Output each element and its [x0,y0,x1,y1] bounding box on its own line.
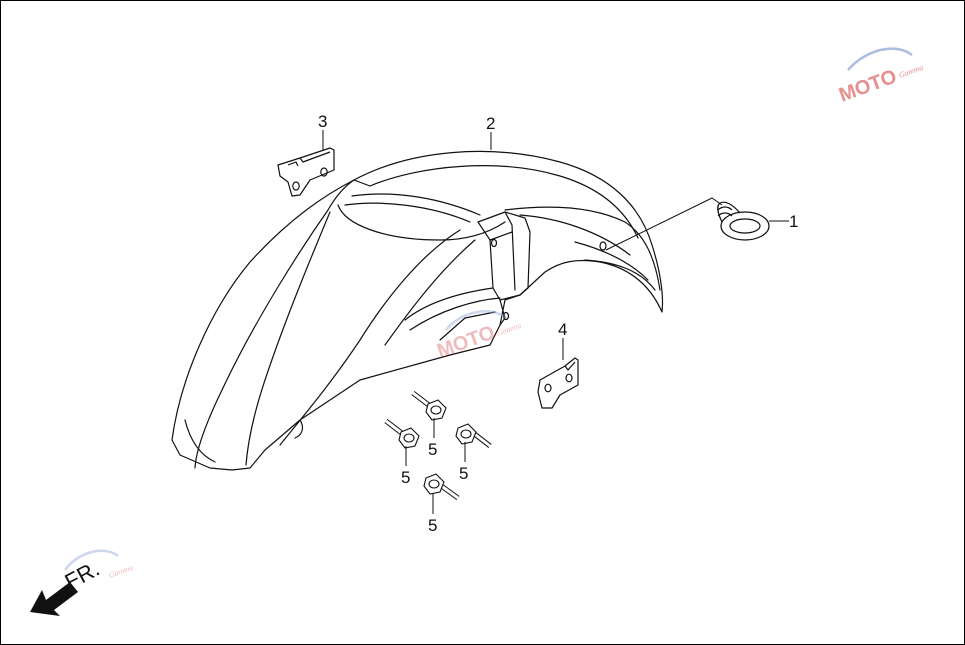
bracket-3 [277,147,335,197]
flange-bolt-left [384,419,420,449]
bracket-4 [537,357,579,409]
callout-5-right: 5 [459,464,468,483]
callout-4: 4 [558,320,567,339]
flange-bolt-top [411,391,447,421]
callout-5-top: 5 [428,440,437,459]
svg-text:MOTO: MOTO [836,66,900,107]
svg-text:MOTO: MOTO [434,322,498,363]
callout-3: 3 [318,112,327,131]
flange-bolt-right [455,423,492,448]
callout-2: 2 [486,114,495,133]
callout-1: 1 [789,212,798,231]
watermark-logo-center: MOTO Gamma [434,310,523,363]
flange-bolt-bottom [423,473,460,501]
svg-text:Gamma: Gamma [108,563,135,580]
svg-text:Gamma: Gamma [898,63,925,80]
rubber-grommet [717,201,770,241]
watermark-logo-top-right: MOTO Gamma [836,47,925,107]
callout-5-left: 5 [401,468,410,487]
leader-lines [322,130,789,514]
front-arrow-icon [30,582,78,616]
front-fender [171,150,664,471]
callout-5-bottom: 5 [428,516,437,535]
svg-text:Gamma: Gamma [496,321,523,338]
